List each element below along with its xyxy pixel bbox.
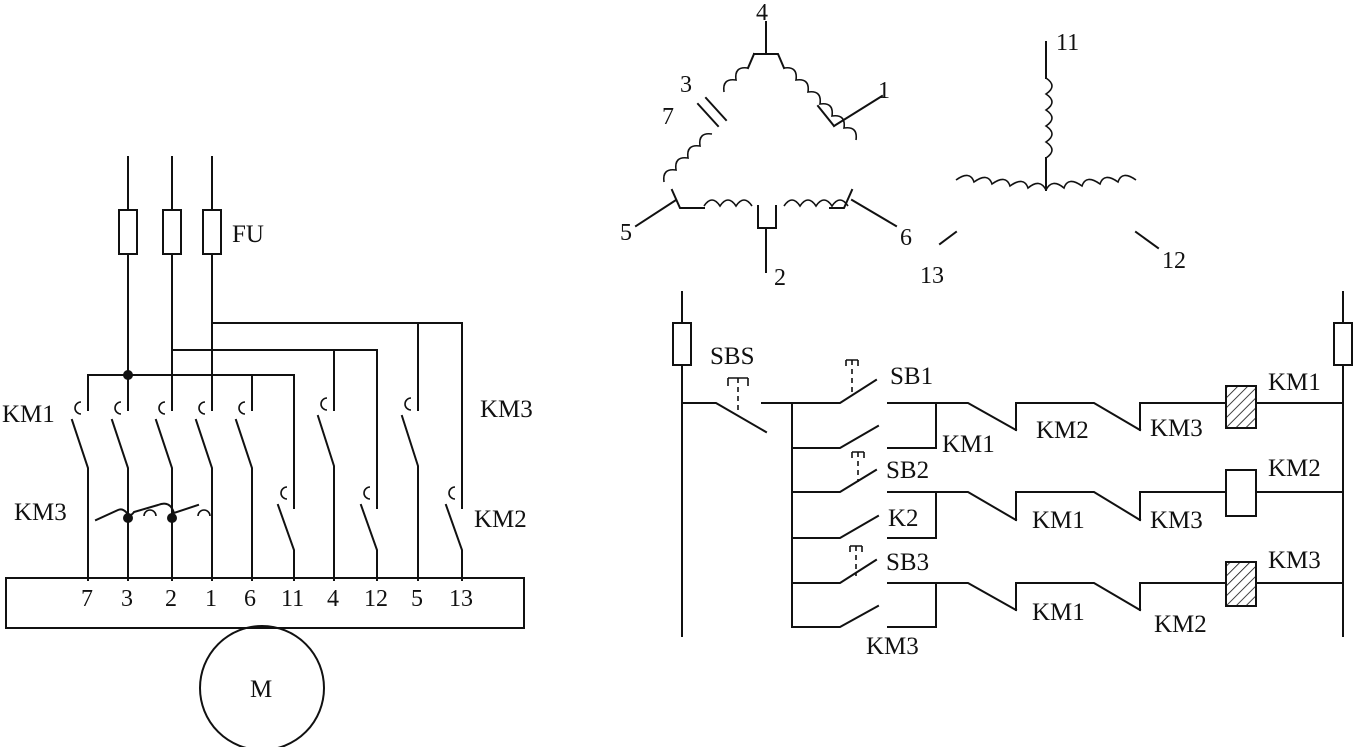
km3-label: KM3 — [480, 396, 533, 423]
km1-contacts: KM1 — [2, 401, 253, 581]
sb2-label: SB2 — [886, 457, 929, 484]
control-row-3: SB3 KM3 KM1 KM2 KM3 — [791, 545, 1344, 660]
sbs-label: SBS — [710, 343, 754, 370]
motor-label: M — [250, 676, 272, 703]
row1-interlock-a-label: KM2 — [1036, 417, 1089, 444]
terminal-board: 7 3 2 1 6 11 4 12 5 13 — [5, 577, 525, 629]
control-fuse-left — [672, 322, 692, 366]
fuse-l3 — [202, 209, 222, 255]
delta-terminal-4: 4 — [756, 0, 768, 26]
terminal-11: 11 — [281, 586, 304, 612]
supply-lines: FU — [118, 156, 264, 374]
row2-interlock-b-label: KM3 — [1150, 507, 1203, 534]
delta-terminal-6: 6 — [900, 225, 912, 251]
row2-interlock-a-label: KM1 — [1032, 507, 1085, 534]
row3-interlock-a-label: KM1 — [1032, 599, 1085, 626]
terminal-1: 1 — [205, 586, 217, 612]
control-fuse-right — [1333, 322, 1353, 366]
star-winding: 11 13 12 — [920, 30, 1186, 289]
star-terminal-13: 13 — [920, 263, 944, 289]
row1-hold-label: KM1 — [942, 431, 995, 458]
bus-lines — [87, 322, 463, 509]
motor: M — [199, 625, 325, 747]
km2-contacts: KM2 — [276, 486, 527, 581]
km2-label: KM2 — [474, 506, 527, 533]
km3-interlock-label: KM3 — [14, 499, 67, 526]
row3-coil-label: KM3 — [1268, 547, 1321, 574]
terminal-3: 3 — [121, 586, 133, 612]
terminal-13: 13 — [449, 586, 473, 612]
km3-upper-contacts: KM3 — [316, 396, 533, 581]
terminal-4: 4 — [327, 586, 339, 612]
delta-terminal-7: 7 — [662, 104, 674, 130]
coil-km2 — [1225, 469, 1257, 517]
terminal-2: 2 — [165, 586, 177, 612]
terminal-6: 6 — [244, 586, 256, 612]
power-circuit: FU KM1 — [2, 156, 533, 747]
stop-button-sbs: SBS — [681, 343, 793, 434]
delta-terminal-5: 5 — [620, 220, 632, 246]
delta-terminal-1: 1 — [878, 78, 890, 104]
fuse-label: FU — [232, 221, 264, 248]
delta-terminal-3: 3 — [680, 72, 692, 98]
sb3-label: SB3 — [886, 549, 929, 576]
terminal-7: 7 — [81, 586, 93, 612]
star-terminal-11: 11 — [1056, 30, 1079, 56]
control-row-2: SB2 K2 KM1 KM3 KM2 — [791, 451, 1344, 539]
row2-coil-label: KM2 — [1268, 455, 1321, 482]
delta-winding: 4 3 7 1 5 6 2 — [620, 0, 912, 291]
fuse-l1 — [118, 209, 138, 255]
sb1-label: SB1 — [890, 363, 933, 390]
km3-star-contacts: KM3 — [14, 499, 211, 526]
fuse-l2 — [162, 209, 182, 255]
row3-hold-label: KM3 — [866, 633, 919, 660]
km1-label: KM1 — [2, 401, 55, 428]
control-circuit: SBS SB1 KM1 KM2 KM3 KM1 — [672, 291, 1353, 660]
delta-terminal-2: 2 — [774, 265, 786, 291]
control-row-1: SB1 KM1 KM2 KM3 KM1 — [791, 359, 1344, 458]
terminal-12: 12 — [364, 586, 388, 612]
row3-interlock-b-label: KM2 — [1154, 611, 1207, 638]
star-terminal-12: 12 — [1162, 248, 1186, 274]
terminal-5: 5 — [411, 586, 423, 612]
row1-interlock-b-label: KM3 — [1150, 415, 1203, 442]
row2-hold-label: K2 — [888, 505, 919, 532]
row1-coil-label: KM1 — [1268, 369, 1321, 396]
